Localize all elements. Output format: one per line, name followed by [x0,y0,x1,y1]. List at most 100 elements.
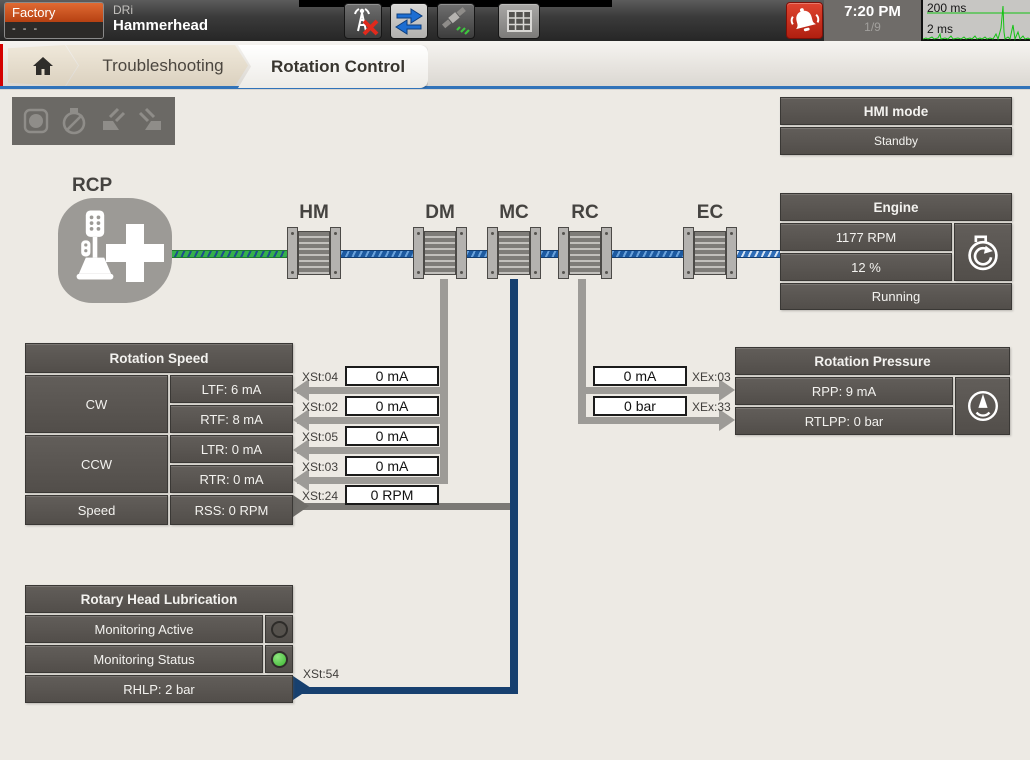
engine-rpm: 1177 RPM [780,223,952,251]
cycle-time-graph [923,5,1030,41]
no-rotation-icon [62,108,86,135]
sync-button[interactable] [390,3,428,39]
rcp-remote-panel[interactable] [58,198,172,303]
port-label-xex33: XEx:33 [692,400,731,414]
engine-status: Running [780,283,1012,310]
device-title: DRi Hammerhead [113,3,208,35]
grid-icon [507,10,532,32]
factory-label: Factory [5,3,103,22]
monitoring-active-cell: Monitoring Active [25,615,263,643]
cable-hm-dm [341,250,413,258]
value-xst02: 0 mA [345,396,439,416]
arrow-out-rhlp [293,676,311,700]
hmi-mode-title: HMI mode [780,97,1012,125]
signal-line-xst03 [297,477,448,484]
hmi-mode-value: Standby [780,127,1012,155]
port-label-xst03: XSt:03 [302,460,339,474]
port-label-xst24: XSt:24 [302,489,339,503]
rtf-cell: RTF: 8 mA [170,405,293,433]
arrow-into-rtf [293,409,309,431]
clock-time: 7:20 PM [844,3,901,20]
rotation-speed-table: Rotation Speed CW LTF: 6 mA RTF: 8 mA CC… [25,343,293,525]
rtr-cell: RTR: 0 mA [170,465,293,493]
led-on-indicator [270,650,288,668]
module-dm [413,227,467,279]
engine-icon-cell [954,223,1012,281]
engine-load: 12 % [780,253,952,281]
rtlpp-cell: RTLPP: 0 bar [735,407,953,435]
value-xex33: 0 bar [593,396,687,416]
rpp-cell: RPP: 9 mA [735,377,953,405]
module-label-hm: HM [299,202,329,223]
radio-disabled-button[interactable] [344,3,382,39]
satellite-icon [441,7,470,35]
signal-line-xst05 [297,447,448,454]
feed-in-icon [102,107,125,130]
tab-troubleshooting[interactable]: Troubleshooting [66,45,248,86]
signal-line-xst04 [297,387,448,394]
rotation-pressure-title: Rotation Pressure [735,347,1010,375]
value-xst03: 0 mA [345,456,439,476]
rotation-pressure-table: Rotation Pressure RPP: 9 mA RTLPP: 0 bar [735,347,1010,435]
arrow-into-rtlpp [719,409,735,431]
engine-title: Engine [780,193,1012,221]
sync-arrows-icon [395,8,423,35]
monitoring-active-led-cell [265,615,293,643]
clock-panel[interactable]: 7:20 PM 1/9 [824,0,921,41]
factory-button[interactable]: Factory - - - [4,2,104,39]
signal-line-xex03 [582,387,719,394]
cable-rc-ec [612,250,683,258]
signal-line-xex33 [582,417,719,424]
value-xst05: 0 mA [345,426,439,446]
arrow-into-rtr [293,469,309,491]
home-tab[interactable] [8,45,78,86]
signal-line-xst02 [297,417,448,424]
breadcrumb: Troubleshooting Rotation Control [0,41,1030,90]
mode-icon-panel [12,97,175,145]
cycle-time-min-label: 2 ms [927,22,954,36]
device-brand: DRi [113,3,133,17]
lubrication-title: Rotary Head Lubrication [25,585,293,613]
monitoring-status-cell: Monitoring Status [25,645,263,673]
dm-signal-trunk [440,279,448,484]
mc-bus-trunk [510,279,518,694]
value-xst24: 0 RPM [345,485,439,505]
feed-out-icon [139,107,162,130]
factory-sub: - - - [5,22,103,38]
tab-rotation-control-label: Rotation Control [270,56,406,76]
cable-mc-rc [541,250,558,258]
engine-icon [968,235,998,271]
port-label-xex03: XEx:03 [692,370,731,384]
edge-alert-strip [0,44,3,86]
rotation-speed-title: Rotation Speed [25,343,293,373]
alarm-button[interactable] [786,2,823,39]
engine-box: Engine 1177 RPM 12 % Running [780,193,1012,310]
rhlp-cell: RHLP: 2 bar [25,675,293,703]
ccw-cell: CCW [25,435,168,493]
cycle-time-panel[interactable]: 200 ms 2 ms [921,0,1030,41]
main-area: HMI mode Standby RCP [0,90,1030,760]
port-label-xst04: XSt:04 [302,370,339,384]
lubrication-table: Rotary Head Lubrication Monitoring Activ… [25,585,293,703]
port-label-xst02: XSt:02 [302,400,339,414]
button-mode-icon [23,108,48,134]
module-hm [287,227,341,279]
top-bar: Factory - - - DRi Hammerhead [0,0,1030,41]
module-label-rc: RC [571,202,599,223]
value-xex03: 0 mA [593,366,687,386]
cable-ec-engine [737,250,780,258]
pressure-gauge-icon [967,391,998,421]
gps-button[interactable] [437,3,475,39]
module-label-mc: MC [499,202,529,223]
keypad-button[interactable] [498,3,540,39]
tab-troubleshooting-label: Troubleshooting [102,55,224,75]
port-label-xst05: XSt:05 [302,430,339,444]
value-xst04: 0 mA [345,366,439,386]
tab-rotation-control[interactable]: Rotation Control [238,45,428,88]
ltf-cell: LTF: 6 mA [170,375,293,403]
joystick-icon [76,210,114,280]
module-label-ec: EC [696,202,724,223]
module-mc [487,227,541,279]
home-icon [30,53,56,78]
